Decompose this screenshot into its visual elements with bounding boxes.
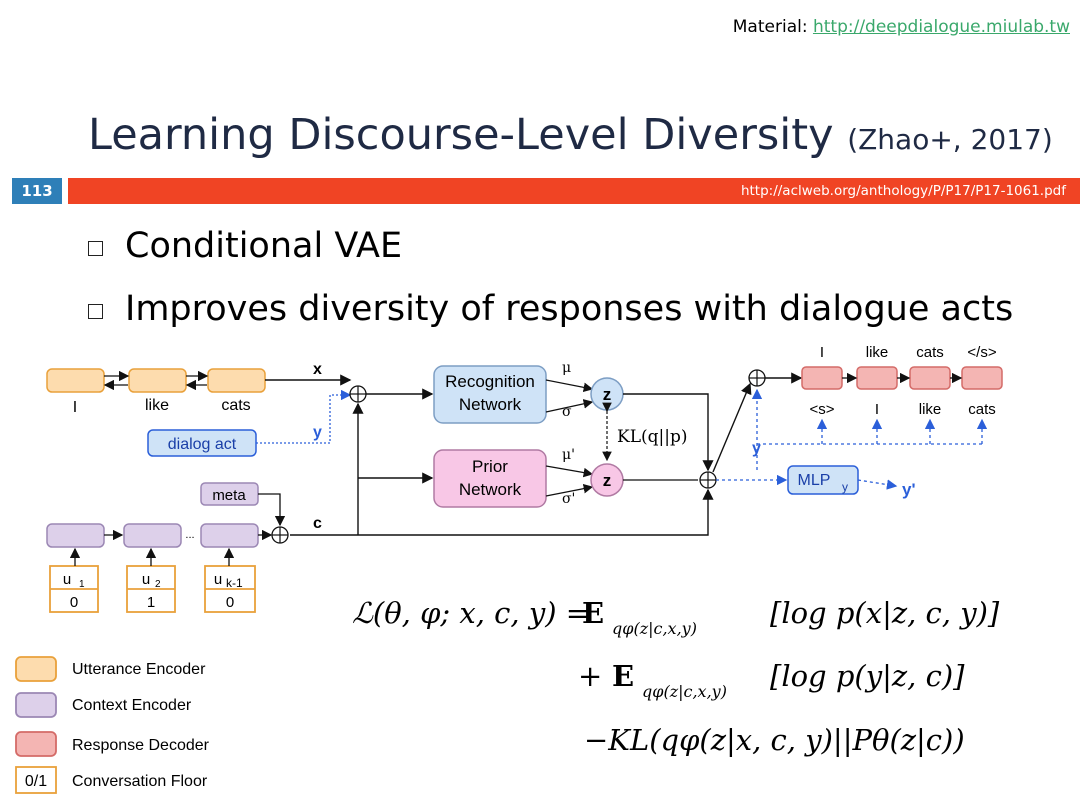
y-input-label: y [313, 424, 322, 441]
ellipsis: ... [185, 529, 194, 541]
decoder-cell [856, 366, 898, 390]
input-word: like [145, 397, 169, 414]
input-word: cats [221, 397, 250, 414]
context-encoder: ... [46, 523, 273, 548]
context-cell [46, 523, 105, 548]
title-main: Learning Discourse-Level Diversity [88, 110, 834, 160]
legend-label: Context Encoder [72, 697, 192, 714]
utterance-cell [207, 368, 266, 393]
expectation-symbol: E [582, 596, 604, 630]
output-word: I [820, 344, 824, 361]
utterance-subscript: 1 [79, 579, 85, 590]
legend-label: Utterance Encoder [72, 661, 206, 678]
y-prime-label: y' [902, 480, 916, 499]
recognition-network [433, 365, 547, 424]
utterance-label: u [214, 571, 222, 588]
mlp-subscript: y [842, 480, 848, 494]
bullet-box-icon [88, 240, 103, 256]
legend-label: Conversation Floor [72, 773, 208, 790]
output-word: cats [916, 344, 944, 361]
legend-label: Response Decoder [72, 737, 210, 754]
expectation-subscript: qφ(z|c,x,y) [642, 682, 727, 701]
mu-label: μ [562, 360, 571, 376]
slide-number: 113 [12, 178, 62, 204]
legend-box-text: 0/1 [25, 773, 47, 790]
bullet-item: Conditional VAE [88, 226, 402, 266]
decoder-input-word: cats [968, 401, 996, 418]
bullet-text: Conditional VAE [125, 226, 403, 266]
equation-term: [log p(x|z, c, y)] [770, 596, 1000, 630]
expectation-subscript: qφ(z|c,x,y) [612, 619, 697, 638]
utterance-label: u [142, 571, 150, 588]
decoder-input-word: <s> [809, 401, 834, 418]
utterance-label: u [63, 571, 71, 588]
prior-label: Network [459, 480, 522, 499]
cvae-objective-equation: ℒ(θ, φ; x, c, y) = E qφ(z|c,x,y) [log p(… [352, 596, 1000, 757]
decoder-cell [909, 366, 951, 390]
slide-title: Learning Discourse-Level Diversity (Zhao… [88, 110, 1053, 160]
output-word: like [866, 344, 889, 361]
mlp-label: MLP [798, 472, 831, 489]
equation-term: [log p(y|z, c)] [770, 659, 965, 693]
utterance-cell [128, 368, 187, 393]
material-link[interactable]: http://deepdialogue.miulab.tw [812, 17, 1070, 37]
decoder-cell [801, 366, 843, 390]
floor-value: 0 [226, 594, 234, 611]
title-bar [68, 178, 1080, 204]
kl-term: −KL(qφ(z|x, c, y)||Pθ(z|c)) [584, 723, 965, 757]
legend: Utterance Encoder Context Encoder Respon… [15, 656, 210, 794]
bullet-item: Improves diversity of responses with dia… [88, 289, 1013, 329]
prior-network [433, 449, 547, 508]
material-prefix: Material: [732, 17, 813, 37]
input-word: I [73, 399, 77, 416]
c-label: c [313, 515, 322, 532]
output-word: </s> [967, 344, 996, 361]
legend-swatch [15, 692, 57, 718]
kl-label: KL(q||p) [617, 427, 687, 447]
decoder-input-word: I [875, 401, 879, 418]
floor-value: 0 [70, 594, 78, 611]
meta-label: meta [212, 487, 246, 504]
utterance-cell [46, 368, 105, 393]
paper-link[interactable]: http://aclweb.org/anthology/P/P17/P17-10… [740, 183, 1066, 199]
bullet-box-icon [88, 303, 103, 319]
context-cell [123, 523, 182, 548]
utterance-subscript: 2 [155, 579, 161, 590]
equation-lhs: ℒ(θ, φ; x, c, y) = [352, 596, 590, 630]
title-citation: (Zhao+, 2017) [847, 123, 1053, 156]
utterance-floor-stack: u 1 0 u 2 1 u k-1 0 [49, 547, 256, 613]
sigma-label: σ [562, 404, 572, 420]
legend-swatch [15, 731, 57, 757]
y-label: y [752, 440, 761, 457]
utterance-encoder: I like cats [46, 368, 266, 416]
mu-prime-label: μ' [562, 447, 575, 463]
decoder-input-word: like [919, 401, 942, 418]
z-label: z [603, 471, 612, 490]
expectation-symbol: E [612, 659, 634, 693]
response-decoder: I like cats </s> <s> I like cats [801, 344, 1003, 418]
plus-sign: + [578, 659, 602, 693]
prior-label: Prior [472, 457, 508, 476]
recognition-label: Network [459, 395, 522, 414]
legend-swatch [15, 766, 57, 794]
sigma-prime-label: σ' [562, 491, 575, 507]
dialog-act-label: dialog act [168, 436, 237, 453]
utterance-subscript: k-1 [226, 576, 243, 590]
x-label: x [313, 361, 322, 378]
legend-swatch [15, 656, 57, 682]
context-cell [200, 523, 259, 548]
recognition-label: Recognition [445, 372, 535, 391]
bullet-text: Improves diversity of responses with dia… [125, 289, 1014, 329]
material-credit: Material: http://deepdialogue.miulab.tw [733, 17, 1070, 37]
z-label: z [603, 385, 612, 404]
floor-value: 1 [147, 594, 155, 611]
decoder-cell [961, 366, 1003, 390]
